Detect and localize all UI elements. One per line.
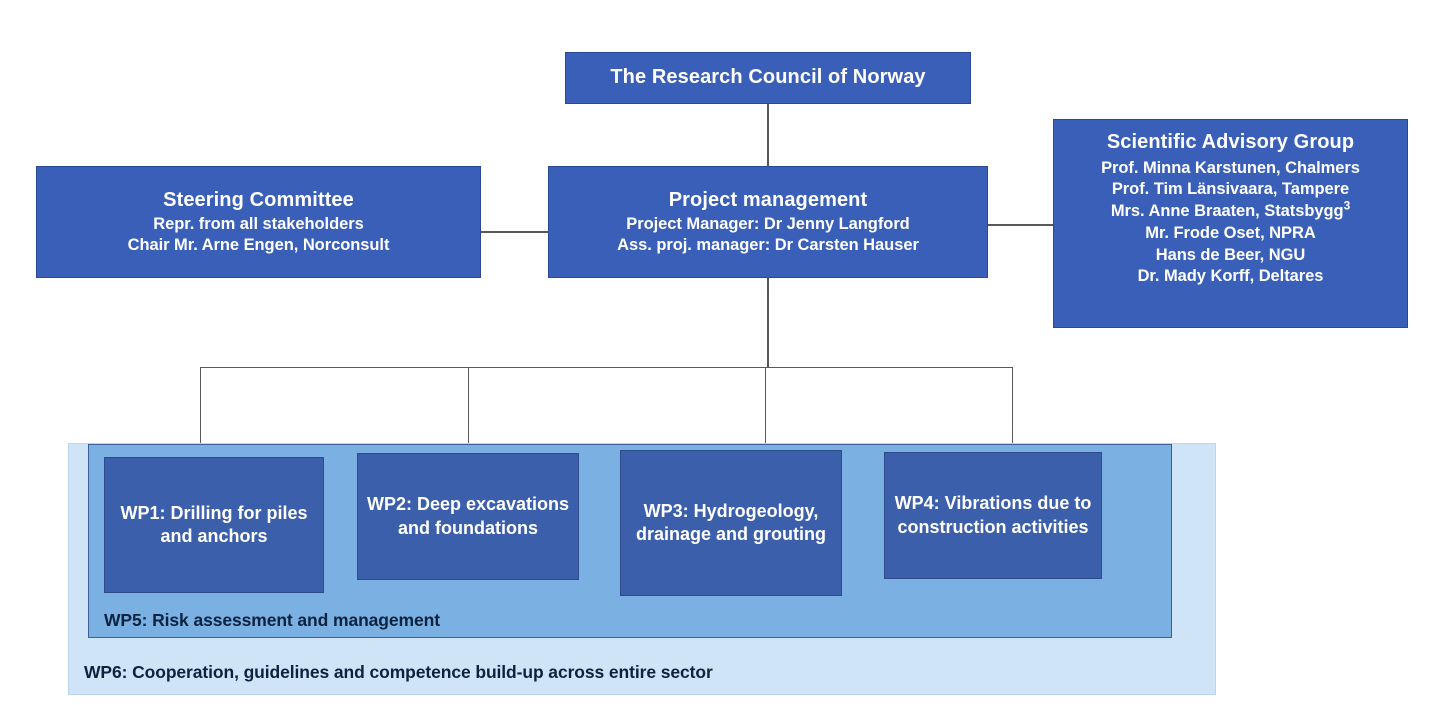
steering-committee-line-2: Chair Mr. Arne Engen, Norconsult	[127, 236, 390, 255]
node-project-management[interactable]: Project management Project Manager: Dr J…	[548, 166, 988, 278]
node-wp1[interactable]: WP1: Drilling for piles and anchors	[104, 457, 324, 593]
node-wp3[interactable]: WP3: Hydrogeology, drainage and grouting	[620, 450, 842, 596]
connector-management-to-branch	[767, 278, 769, 368]
steering-committee-line-1: Repr. from all stakeholders	[153, 215, 364, 234]
advisory-member-3-superscript: 3	[1343, 198, 1351, 213]
assistant-project-manager-line: Ass. proj. manager: Dr Carsten Hauser	[617, 236, 919, 255]
branch-drop-wp2	[468, 367, 470, 455]
connector-council-to-management	[767, 103, 769, 167]
connector-steering-to-management	[481, 231, 549, 233]
node-wp2[interactable]: WP2: Deep excavations and foundations	[357, 453, 579, 580]
node-steering-committee[interactable]: Steering Committee Repr. from all stakeh…	[36, 166, 481, 278]
node-scientific-advisory-group[interactable]: Scientific Advisory Group Prof. Minna Ka…	[1053, 119, 1408, 328]
project-manager-line: Project Manager: Dr Jenny Langford	[626, 215, 910, 234]
project-management-title: Project management	[668, 188, 868, 211]
steering-committee-title: Steering Committee	[163, 188, 354, 211]
research-council-title: The Research Council of Norway	[610, 66, 926, 89]
branch-drop-wp4	[1012, 367, 1014, 454]
advisory-member-1: Prof. Minna Karstunen, Chalmers	[1101, 158, 1360, 177]
advisory-member-6: Dr. Mady Korff, Deltares	[1137, 267, 1324, 286]
connector-management-to-advisory	[988, 224, 1054, 226]
node-wp4[interactable]: WP4: Vibrations due to construction acti…	[884, 452, 1102, 579]
band-wp6-label: WP6: Cooperation, guidelines and compete…	[84, 662, 713, 682]
band-wp5-label: WP5: Risk assessment and management	[104, 610, 440, 630]
branch-drop-wp3	[765, 367, 767, 452]
branch-drop-wp1	[200, 367, 202, 459]
branch-bus	[200, 367, 1013, 369]
advisory-member-4: Mr. Frode Oset, NPRA	[1145, 223, 1316, 242]
node-research-council[interactable]: The Research Council of Norway	[565, 52, 971, 104]
advisory-member-3-text: Mrs. Anne Braaten, Statsbygg	[1110, 202, 1344, 221]
advisory-group-title: Scientific Advisory Group	[1106, 131, 1355, 153]
advisory-member-2: Prof. Tim Länsivaara, Tampere	[1111, 180, 1350, 199]
advisory-member-5: Hans de Beer, NGU	[1155, 245, 1306, 264]
advisory-member-3: Mrs. Anne Braaten, Statsbygg3	[1110, 198, 1351, 223]
